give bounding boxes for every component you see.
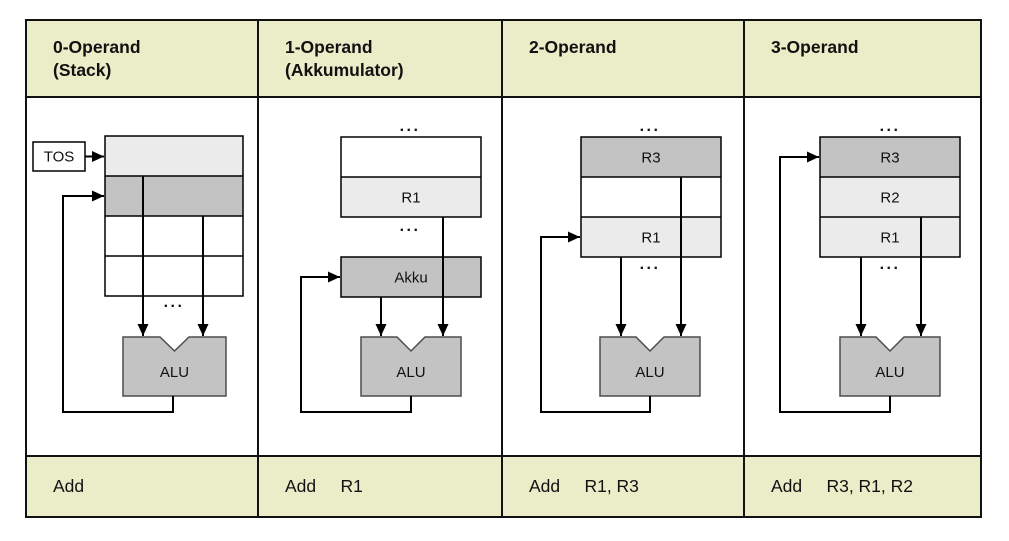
alu-writeback-arrow — [300, 271, 412, 413]
diagram-two-operand-cell: ... R3 R1 ... ALU — [503, 98, 745, 457]
diagram-three-operand-cell: ... R3 R2 R1 ... ALU — [745, 98, 980, 457]
akku-label: Akku — [394, 270, 427, 287]
isa-comparison-table: 0-Operand (Stack) 1-Operand (Akkumulator… — [25, 19, 982, 518]
alu-box — [599, 336, 701, 397]
registers-ellipsis-bottom: ... — [640, 256, 661, 273]
diagram-stack-cell: TOS ... ALU — [27, 98, 259, 457]
register-row-r1 — [581, 217, 721, 257]
register-row-r2 — [820, 177, 960, 217]
three-operand-architecture-diagram: ... R3 R2 R1 ... ALU — [779, 118, 961, 413]
alu-box — [839, 336, 941, 397]
r3-label: R3 — [641, 150, 660, 167]
alu-label: ALU — [160, 364, 189, 381]
alu-writeback-arrow — [779, 151, 891, 413]
tos-label: TOS — [44, 149, 75, 166]
register-file-border — [340, 136, 482, 218]
alu-label: ALU — [396, 364, 425, 381]
register-file-border — [819, 136, 961, 258]
akku-box — [340, 256, 482, 298]
r1-label: R1 — [401, 190, 420, 207]
register-row-r1 — [341, 177, 481, 217]
two-operand-architecture-diagram: ... R3 R1 ... ALU — [540, 118, 722, 413]
register-file-border — [580, 136, 722, 258]
header-0-operand: 0-Operand (Stack) — [27, 21, 259, 98]
alu-label: ALU — [635, 364, 664, 381]
stack-ellipsis: ... — [164, 294, 185, 311]
registers-ellipsis-top: ... — [640, 118, 661, 135]
header-3-operand-line1: 3-Operand — [771, 37, 859, 57]
diagram-accumulator-cell: ... R1 ... Akku ALU — [259, 98, 503, 457]
accumulator-architecture-diagram: ... R1 ... Akku ALU — [300, 118, 482, 413]
register-row-r3 — [820, 137, 960, 177]
header-0-operand-line2: (Stack) — [53, 60, 112, 80]
register-row-r3 — [581, 137, 721, 177]
instruction-stack: Add — [27, 457, 259, 516]
registers-ellipsis-top: ... — [400, 118, 421, 135]
stack-register-file-border — [104, 135, 244, 297]
r1-label: R1 — [880, 230, 899, 247]
r2-label: R2 — [880, 190, 899, 207]
alu-label: ALU — [875, 364, 904, 381]
alu-box — [360, 336, 462, 397]
registers-ellipsis-middle: ... — [400, 218, 421, 235]
register-row-r1 — [820, 217, 960, 257]
stack-row-second — [105, 176, 243, 216]
alu-writeback-arrow — [540, 231, 651, 413]
registers-ellipsis-top: ... — [880, 118, 901, 135]
stack-architecture-diagram: TOS ... ALU — [32, 135, 244, 413]
registers-ellipsis-bottom: ... — [880, 256, 901, 273]
instruction-three-operand: Add R3, R1, R2 — [745, 457, 980, 516]
header-1-operand-line2: (Akkumulator) — [285, 60, 404, 80]
header-2-operand-line1: 2-Operand — [529, 37, 617, 57]
instruction-accumulator: Add R1 — [259, 457, 503, 516]
instruction-two-operand: Add R1, R3 — [503, 457, 745, 516]
header-1-operand: 1-Operand (Akkumulator) — [259, 21, 503, 98]
alu-box — [122, 336, 227, 397]
header-2-operand: 2-Operand — [503, 21, 745, 98]
r3-label: R3 — [880, 150, 899, 167]
stack-row-tos — [105, 136, 243, 176]
alu-writeback-arrow — [62, 190, 174, 413]
header-0-operand-line1: 0-Operand — [53, 37, 141, 57]
r1-label: R1 — [641, 230, 660, 247]
header-1-operand-line1: 1-Operand — [285, 37, 373, 57]
header-3-operand: 3-Operand — [745, 21, 980, 98]
